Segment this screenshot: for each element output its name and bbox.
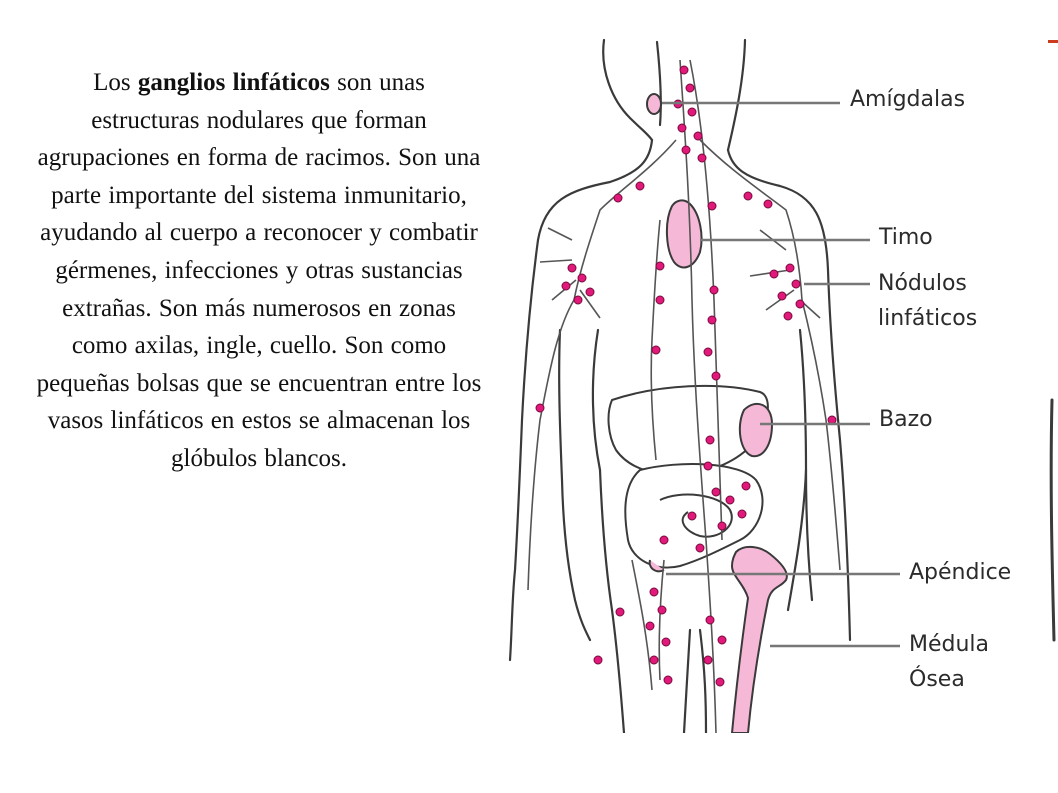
label-apendice: Apéndice [909,560,1012,585]
label-nodulos-line1: Nódulos [878,271,967,296]
thymus [666,199,703,269]
tonsil [646,93,662,115]
label-medula-line2: Ósea [909,667,965,692]
lymphatic-system-illustration [508,38,1058,733]
description-prefix: Los [93,69,138,96]
lymph-nodes [535,65,837,687]
description-body: son unas estructuras nodulares que forma… [36,69,482,472]
description-text: Los ganglios linfáticos son unas estruct… [36,64,482,478]
corner-mark [1048,40,1058,43]
leader-lines [662,101,900,648]
label-medula-line1: Médula [909,632,990,657]
liver [607,384,769,476]
label-amigdalas: Amígdalas [850,87,966,112]
label-nodulos-line2: linfáticos [878,306,978,331]
description-bold-term: ganglios linfáticos [137,69,330,96]
label-timo: Timo [879,225,933,250]
spleen [738,402,774,458]
label-bazo: Bazo [879,407,933,432]
appendix [648,559,665,573]
body-outline [508,38,1056,733]
